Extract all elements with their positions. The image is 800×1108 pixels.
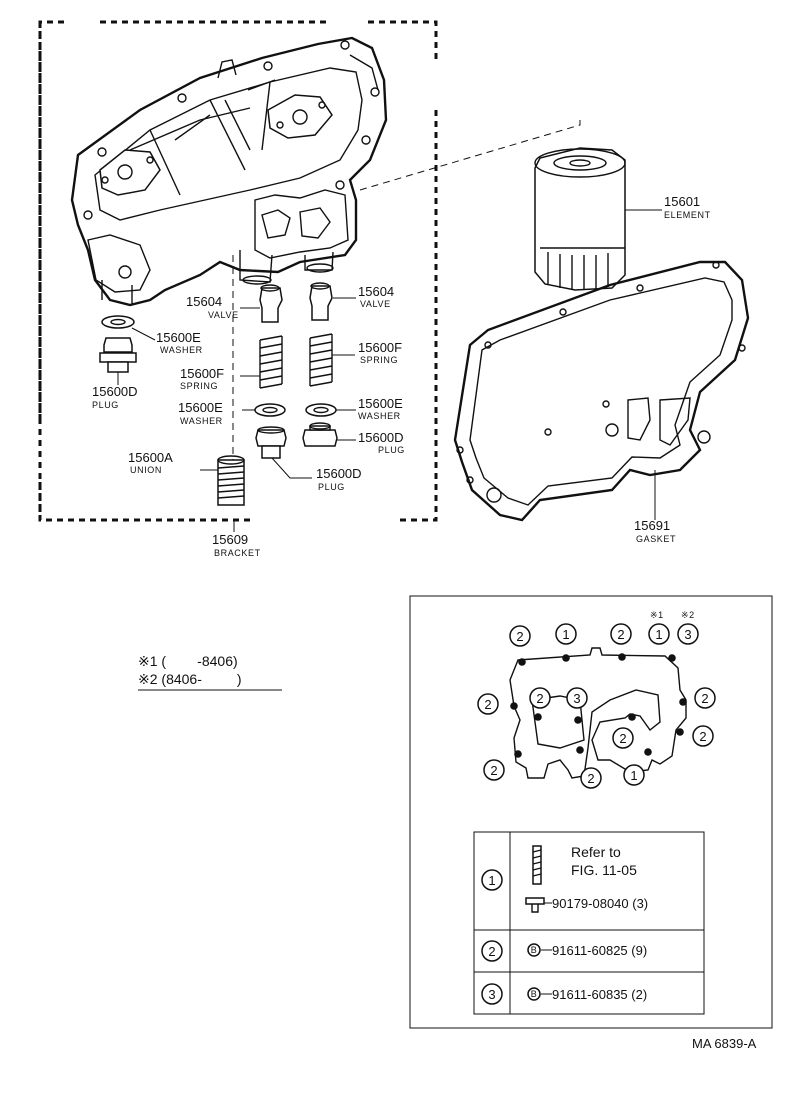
label-15600A-name: UNION: [130, 465, 162, 475]
oil-filter-element: [534, 147, 662, 291]
label-15691-number: 15691: [634, 518, 670, 533]
label-15600D-bottom-number: 15600D: [316, 466, 362, 481]
label-15600F-left-number: 15600F: [180, 366, 224, 381]
valve-left: [240, 284, 283, 323]
label-15609-name: BRACKET: [214, 548, 261, 558]
bolt-legend-table: 1 2 3 Refer to FIG. 11-05 90179-08040 (3…: [473, 831, 705, 1015]
label-15604-right-name: VALVE: [360, 299, 391, 309]
callout-top-5: 3: [684, 627, 691, 642]
callout-right-2: 2: [699, 729, 706, 744]
note-1: ※1 ( -8406): [138, 653, 238, 669]
legend-id-3: 3: [488, 987, 495, 1002]
spring-left: [240, 335, 283, 389]
legend-id-1: 1: [488, 873, 495, 888]
label-15604-left-number: 15604: [186, 294, 222, 309]
label-15600A-number: 15600A: [128, 450, 173, 465]
legend-refer-line2: FIG. 11-05: [571, 862, 637, 878]
legend-part-2: 91611-60825 (9): [552, 943, 647, 958]
left-washer-plug: [99, 315, 156, 385]
callout-top-3: 2: [617, 627, 624, 642]
plug-mid-left: [255, 426, 312, 479]
legend-part-1: 90179-08040 (3): [552, 896, 648, 911]
legend-refer-line1: Refer to: [571, 844, 621, 860]
union-part: [200, 455, 245, 506]
figure-code: MA 6839-A: [692, 1036, 757, 1051]
callout-right-1: 2: [701, 691, 708, 706]
note-2: ※2 (8406- ): [138, 671, 242, 687]
spring-right: [309, 333, 355, 387]
label-15600E-top-name: WASHER: [160, 345, 203, 355]
callout-circles: 2 1 2 1 3 2 2 3 2 2 2 2 2 1: [477, 623, 716, 789]
bracket-assembly-frame: [38, 20, 438, 522]
bolt-location-inset: ※1 ※2 2 1 2 1 3 2 2 3 2 2 2: [409, 595, 773, 1029]
legend-part-3: 91611-60835 (2): [552, 987, 647, 1002]
label-15600F-left-name: SPRING: [180, 381, 218, 391]
label-15600D-left-number: 15600D: [92, 384, 138, 399]
applicability-notes: ※1 ( -8406) ※2 (8406- ): [138, 653, 282, 691]
callout-top-1: 2: [516, 629, 523, 644]
inset-mark-2: ※2: [681, 610, 695, 620]
label-15600E-top-number: 15600E: [156, 330, 201, 345]
callout-bottom-3: 1: [630, 768, 637, 783]
label-15600E-mid-number: 15600E: [178, 400, 223, 415]
label-15600D-left-name: PLUG: [92, 400, 119, 410]
callout-top-4: 1: [655, 627, 662, 642]
label-15600F-right-number: 15600F: [358, 340, 402, 355]
bolt-symbol-icon: B: [531, 945, 538, 955]
label-15600F-right-name: SPRING: [360, 355, 398, 365]
label-15601-name: ELEMENT: [664, 210, 711, 220]
legend-id-2: 2: [488, 944, 495, 959]
label-15600D-right-name: PLUG: [378, 445, 405, 455]
label-15600E-right-name: WASHER: [358, 411, 401, 421]
label-15600D-bottom-name: PLUG: [318, 482, 345, 492]
bolt-symbol-icon-2: B: [531, 989, 538, 999]
callout-top-2: 1: [562, 627, 569, 642]
callout-bottom-2: 2: [587, 771, 594, 786]
washer-mid-left: [242, 403, 286, 417]
flange-bolt-icon: [525, 897, 545, 905]
washer-mid-right: [305, 403, 356, 417]
bracket-housing-drawing: [70, 36, 388, 307]
gasket-drawing: [453, 260, 750, 522]
plug-mid-right: [302, 422, 356, 447]
callout-left-1: 2: [484, 697, 491, 712]
label-15601-number: 15601: [664, 194, 700, 209]
element-leader: [359, 120, 581, 191]
valve-right: [309, 282, 356, 321]
callout-inner-2: 3: [573, 691, 580, 706]
callout-bottom-1: 2: [490, 763, 497, 778]
label-15600E-right-number: 15600E: [358, 396, 403, 411]
label-15600D-right-number: 15600D: [358, 430, 404, 445]
label-15609-number: 15609: [212, 532, 248, 547]
callout-mid-right: 2: [619, 731, 626, 746]
callout-inner-1: 2: [536, 691, 543, 706]
inset-mark-1: ※1: [650, 610, 664, 620]
label-15604-left-name: VALVE: [208, 310, 239, 320]
label-15691-name: GASKET: [636, 534, 676, 544]
label-15604-right-number: 15604: [358, 284, 394, 299]
label-15600E-mid-name: WASHER: [180, 416, 223, 426]
